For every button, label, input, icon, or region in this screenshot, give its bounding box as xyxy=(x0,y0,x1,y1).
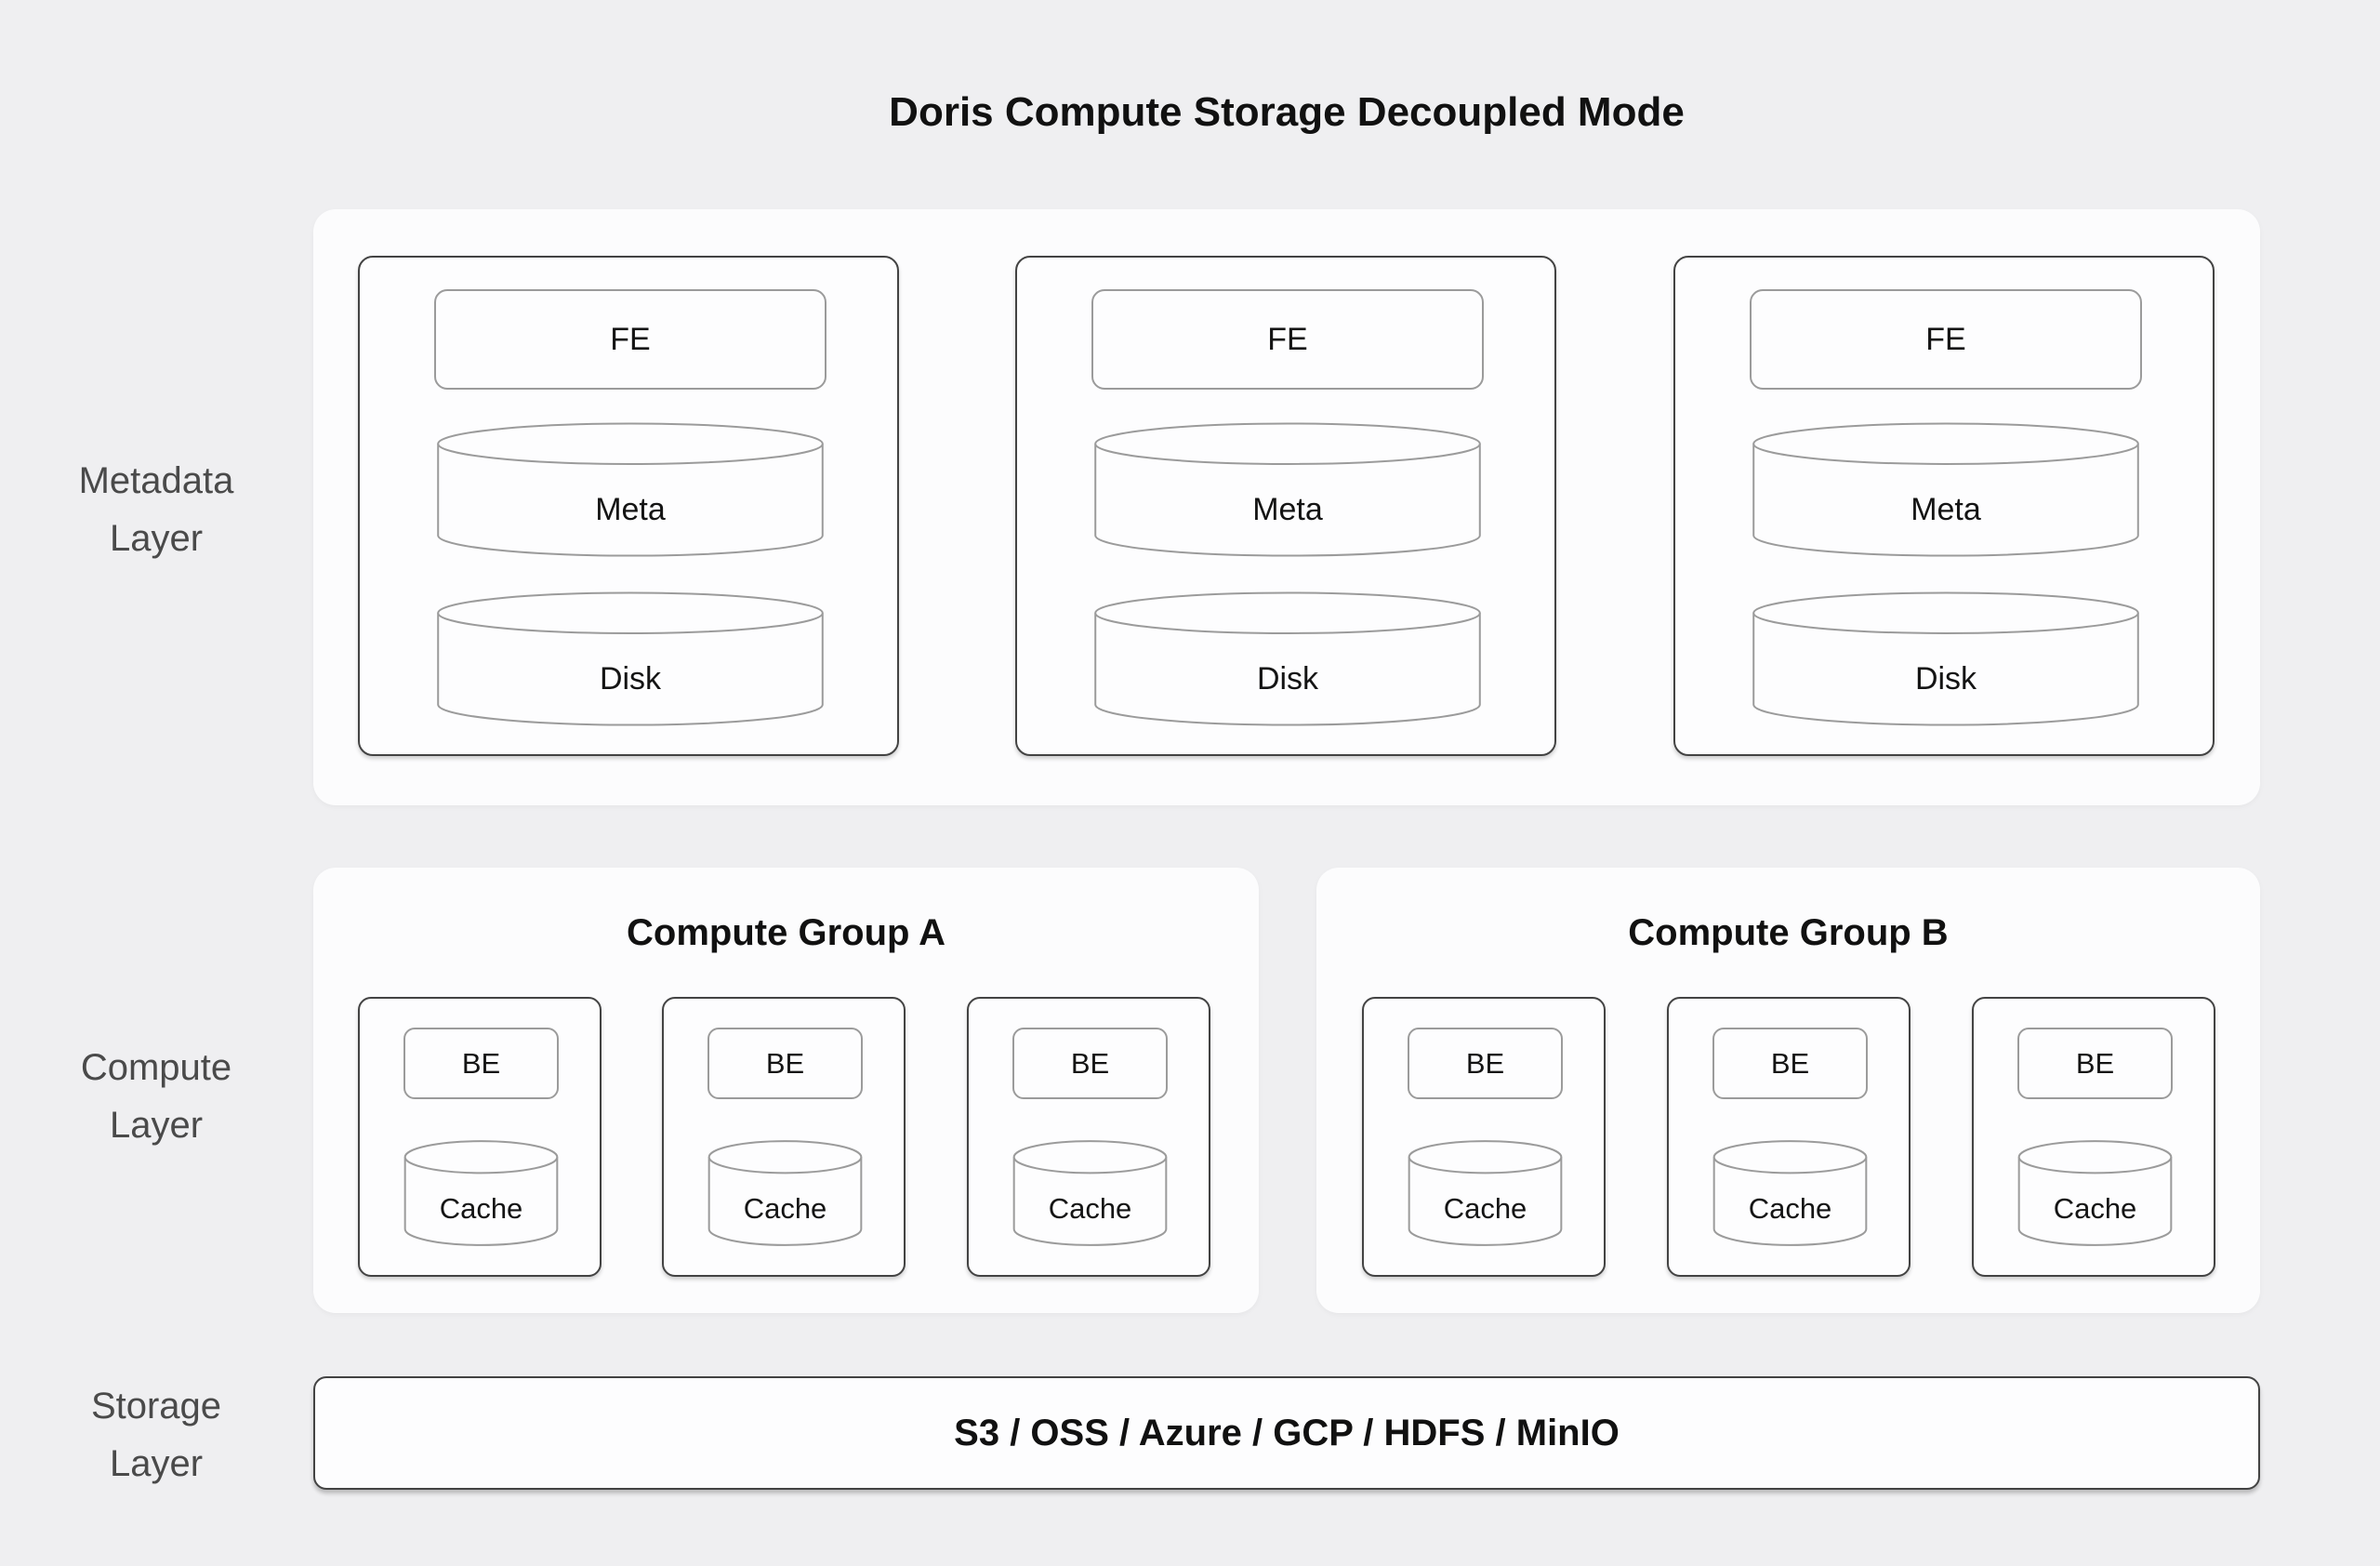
disk-cylinder: Disk xyxy=(1091,591,1484,726)
fe-node: FE Meta Disk xyxy=(1015,256,1556,756)
be-box: BE xyxy=(403,1028,559,1099)
cylinder-shape-icon xyxy=(434,591,826,726)
meta-label: Meta xyxy=(1911,491,1981,527)
be-box: BE xyxy=(1712,1028,1868,1099)
storage-backends-label: S3 / OSS / Azure / GCP / HDFS / MinIO xyxy=(954,1412,1620,1453)
be-box: BE xyxy=(1408,1028,1563,1099)
cylinder-shape-icon xyxy=(403,1140,559,1246)
cache-label: Cache xyxy=(2053,1192,2137,1226)
cache-cylinder: Cache xyxy=(707,1140,863,1246)
disk-cylinder: Disk xyxy=(434,591,826,726)
diagram-title: Doris Compute Storage Decoupled Mode xyxy=(889,89,1685,135)
storage-layer-label: Storage Layer xyxy=(90,1386,222,1484)
metadata-layer-label: Metadata Layer xyxy=(78,460,234,559)
cache-label: Cache xyxy=(1048,1192,1132,1226)
be-box: BE xyxy=(707,1028,863,1099)
meta-cylinder: Meta xyxy=(1091,422,1484,557)
be-node: BE Cache xyxy=(967,997,1210,1277)
compute-group-a-title: Compute Group A xyxy=(627,912,945,953)
be-box: BE xyxy=(2017,1028,2173,1099)
metadata-layer-panel: FE Meta Disk FE xyxy=(313,209,2260,805)
compute-group-a-panel: Compute Group A BE Cache BE Cache xyxy=(313,868,1259,1313)
cache-label: Cache xyxy=(1748,1192,1832,1226)
fe-box: FE xyxy=(1091,289,1484,390)
cylinder-shape-icon xyxy=(1012,1140,1168,1246)
compute-group-b-title: Compute Group B xyxy=(1628,912,1949,953)
cylinder-shape-icon xyxy=(1091,591,1484,726)
disk-label: Disk xyxy=(1914,660,1977,697)
compute-group-b-panel: Compute Group B BE Cache BE Cache xyxy=(1316,868,2260,1313)
cylinder-shape-icon xyxy=(1091,422,1484,557)
disk-cylinder: Disk xyxy=(1750,591,2142,726)
meta-label: Meta xyxy=(595,491,666,527)
cache-label: Cache xyxy=(1443,1192,1527,1226)
fe-box: FE xyxy=(1750,289,2142,390)
be-node: BE Cache xyxy=(662,997,906,1277)
be-node: BE Cache xyxy=(1667,997,1911,1277)
compute-layer-label: Compute Layer xyxy=(80,1047,232,1146)
cylinder-shape-icon xyxy=(1750,591,2142,726)
be-node: BE Cache xyxy=(1972,997,2215,1277)
cache-cylinder: Cache xyxy=(403,1140,559,1246)
disk-label: Disk xyxy=(1256,660,1319,697)
fe-box: FE xyxy=(434,289,826,390)
cache-label: Cache xyxy=(743,1192,827,1226)
meta-cylinder: Meta xyxy=(1750,422,2142,557)
cylinder-shape-icon xyxy=(1750,422,2142,557)
be-box: BE xyxy=(1012,1028,1168,1099)
storage-box: S3 / OSS / Azure / GCP / HDFS / MinIO xyxy=(313,1376,2260,1490)
be-node: BE Cache xyxy=(1362,997,1606,1277)
cache-cylinder: Cache xyxy=(1712,1140,1868,1246)
fe-node: FE Meta Disk xyxy=(358,256,899,756)
cache-cylinder: Cache xyxy=(2017,1140,2173,1246)
cache-cylinder: Cache xyxy=(1012,1140,1168,1246)
cylinder-shape-icon xyxy=(2017,1140,2173,1246)
cylinder-shape-icon xyxy=(434,422,826,557)
cache-label: Cache xyxy=(439,1192,523,1226)
cylinder-shape-icon xyxy=(1712,1140,1868,1246)
be-node: BE Cache xyxy=(358,997,602,1277)
cache-cylinder: Cache xyxy=(1408,1140,1563,1246)
meta-cylinder: Meta xyxy=(434,422,826,557)
cylinder-shape-icon xyxy=(707,1140,863,1246)
disk-label: Disk xyxy=(599,660,662,697)
meta-label: Meta xyxy=(1252,491,1323,527)
cylinder-shape-icon xyxy=(1408,1140,1563,1246)
fe-node: FE Meta Disk xyxy=(1673,256,2215,756)
